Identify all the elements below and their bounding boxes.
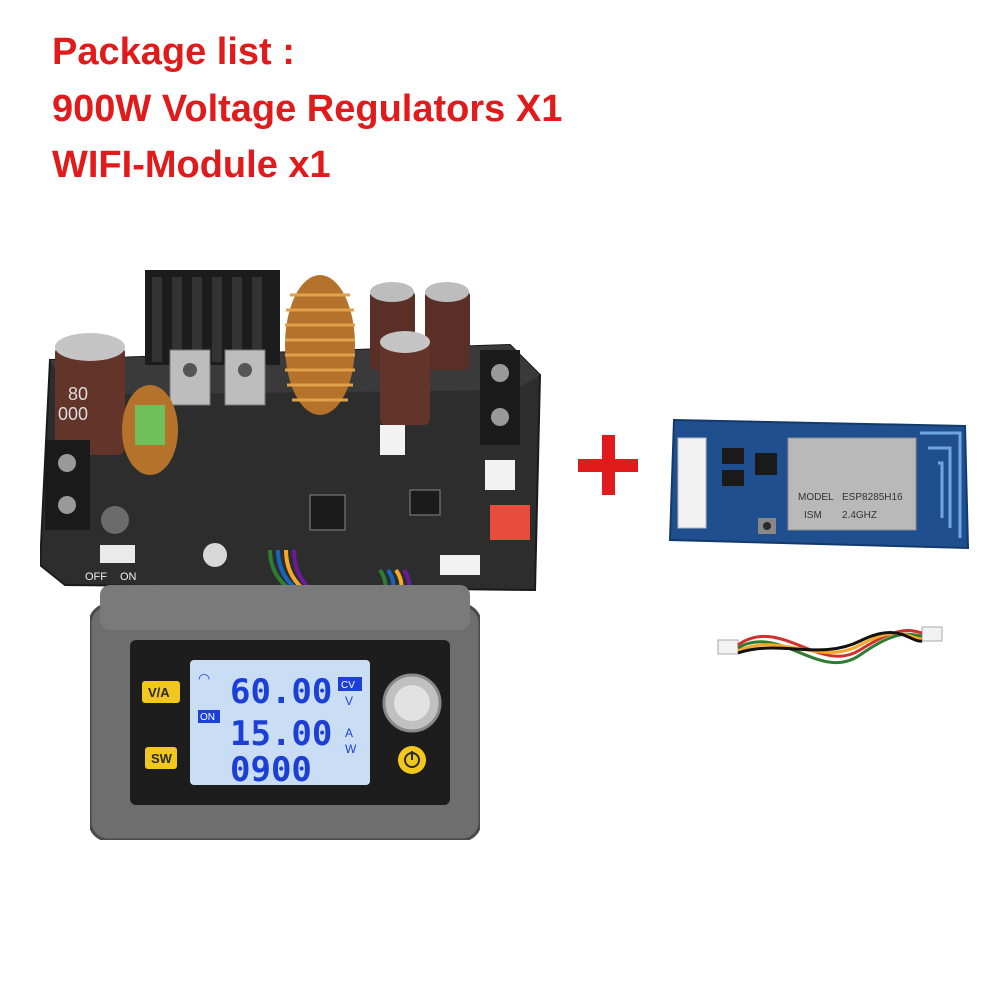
switch-off-label: OFF [85,571,107,583]
wifi-module-board: MODEL ESP8285H16 ISM 2.4GHZ [668,418,970,550]
connector [440,555,480,575]
capacitor-label: 000 [58,404,88,424]
power-switch [100,545,135,563]
mosfet [169,349,211,406]
cv-badge: CV [341,680,355,691]
unit-w: W [345,742,357,756]
cable-connector [717,639,739,655]
ism-value: 2.4GHZ [842,510,877,521]
va-button-label: V/A [148,685,170,700]
capacitor-small [101,506,129,534]
ism-label: ISM [804,510,822,521]
wifi-icon: ◠ [198,670,210,686]
unit-v: V [345,694,353,708]
ic-chip [309,494,346,531]
voltage-readout: 60.00 [230,672,332,712]
display-panel: ◠ ON 60.00 15.00 0900 CV V A W V/A SW [90,585,480,840]
connector [380,425,405,455]
capacitor-label: 80 [68,384,88,404]
package-item-wifi-module: WIFI-Module x1 [52,144,331,186]
connection-cable [717,626,943,665]
model-value: ESP8285H16 [842,492,903,503]
connector [485,460,515,490]
antenna-trace [920,431,962,538]
cable-connector [921,626,943,642]
lcd-screen [190,660,370,785]
unit-a: A [345,726,353,740]
regulator-board: 80 000 OFF ON [40,270,542,600]
capacitor-large: 80 000 [55,333,125,455]
sw-button-label: SW [151,751,173,766]
terminal-block [45,440,90,530]
toroid-inductor [285,275,355,415]
rotary-knob[interactable] [382,673,442,733]
ic-chip [409,489,441,516]
power-readout: 0900 [230,750,312,790]
small-inductor [122,385,178,475]
rf-shield [787,437,917,531]
current-readout: 15.00 [230,714,332,754]
heatsink [145,270,280,365]
plus-icon [578,435,638,495]
mosfet [224,349,266,406]
package-item-regulator: 900W Voltage Regulators X1 [52,88,563,130]
wifi-connector [677,437,707,529]
sw-button[interactable]: SW [145,747,177,769]
switch-on-label: ON [120,571,137,583]
on-badge: ON [200,712,215,723]
dip-switch [490,505,530,540]
capacitor [425,282,470,370]
capacitor-small [203,543,227,567]
package-list-title: Package list : [52,31,295,73]
va-button[interactable]: V/A [142,681,180,703]
model-label: MODEL [798,492,834,503]
capacitor [380,331,430,425]
power-button[interactable] [398,746,426,774]
